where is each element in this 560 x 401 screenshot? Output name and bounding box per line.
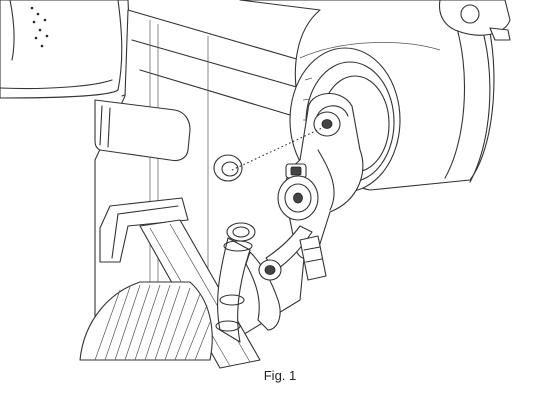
tube-bracket — [99, 197, 189, 263]
top-right-knob — [438, 0, 511, 41]
lower-connector — [299, 235, 327, 281]
hose-hex-nut — [258, 259, 282, 281]
upper-left-housing — [0, 0, 133, 99]
lever-knob — [277, 175, 319, 221]
figure-caption: Fig. 1 — [263, 368, 297, 383]
fan-grille — [79, 281, 213, 361]
curved-hose — [215, 222, 313, 343]
frame-plug — [213, 154, 243, 182]
bracket-recess — [94, 99, 191, 162]
